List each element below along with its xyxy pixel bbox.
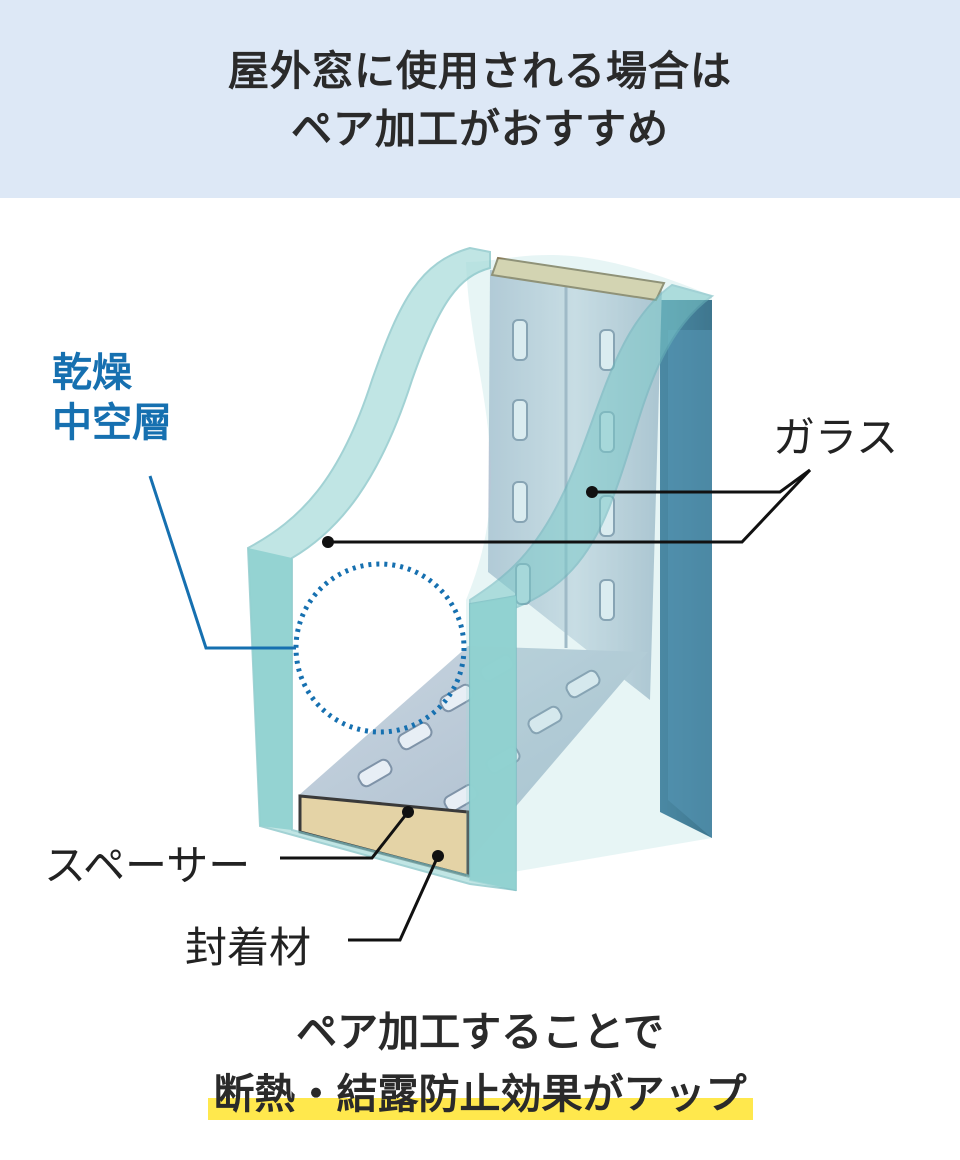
label-glass: ガラス bbox=[773, 413, 899, 462]
footer-highlight-bar bbox=[207, 1098, 753, 1120]
leader-glass-front bbox=[328, 468, 812, 544]
pair-glass-diagram bbox=[148, 246, 812, 942]
footer-line-1: ペア加工することで bbox=[296, 1008, 664, 1056]
leader-glass-rear bbox=[592, 468, 811, 494]
footer-caption: ペア加工することで 断熱・結露防止効果がアップ bbox=[0, 1004, 960, 1122]
label-spacer: スペーサー bbox=[44, 841, 251, 890]
footer-highlight-wrap: 断熱・結露防止効果がアップ bbox=[207, 1066, 753, 1122]
dry-layer-highlight-circle bbox=[293, 561, 467, 735]
leader-sealant bbox=[348, 855, 440, 942]
label-sealant: 封着材 bbox=[185, 923, 312, 972]
leader-lines bbox=[148, 468, 812, 942]
rear-glass bbox=[466, 254, 712, 880]
label-dry-hollow-layer: 乾燥 中空層 bbox=[52, 348, 172, 448]
leader-spacer bbox=[280, 811, 410, 860]
leader-dry-layer bbox=[148, 475, 296, 650]
label-dry-line-1: 乾燥 bbox=[52, 350, 132, 396]
label-dry-line-2: 中空層 bbox=[52, 400, 172, 446]
header-banner: 屋外窓に使用される場合は ペア加工がおすすめ bbox=[0, 0, 960, 198]
footer-line-2: 断熱・結露防止効果がアップ bbox=[213, 1070, 747, 1118]
header-title-line-1: 屋外窓に使用される場合は bbox=[228, 47, 732, 95]
header-title-line-2: ペア加工がおすすめ bbox=[291, 105, 669, 153]
